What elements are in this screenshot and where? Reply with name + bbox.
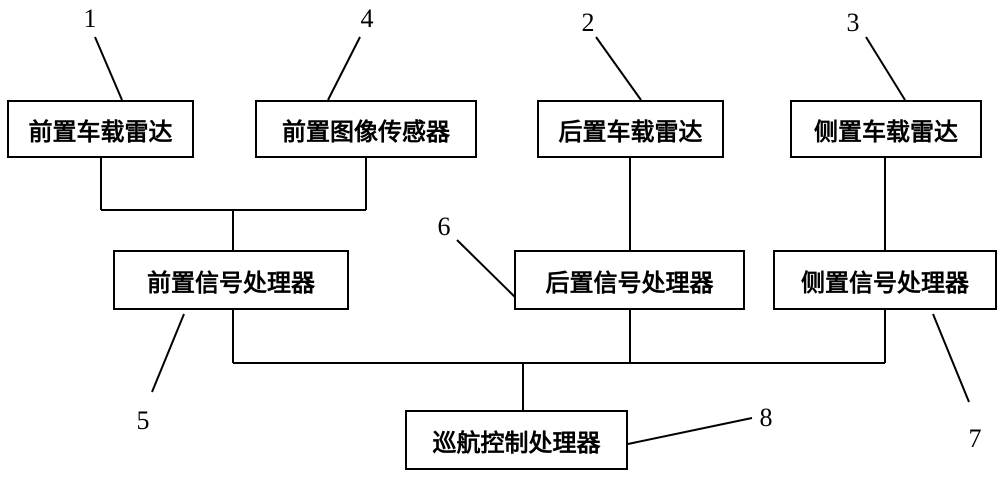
rear-radar-box: 后置车载雷达 [537,100,724,158]
side-signal-processor-box: 侧置信号处理器 [773,250,997,310]
leader-2 [595,36,642,101]
ref-number-6: 6 [437,212,451,241]
leader-4 [327,36,361,101]
ref-number-2: 2 [581,8,595,37]
ref-number-4: 4 [360,4,374,33]
front-image-sensor-box: 前置图像传感器 [255,100,477,158]
leader-8 [627,417,753,445]
leader-6 [456,239,519,301]
leader-1 [94,36,123,101]
rear-signal-processor-box: 后置信号处理器 [514,250,745,310]
ref-number-5: 5 [136,406,150,435]
side-radar-box: 侧置车载雷达 [790,100,982,158]
leader-3 [865,36,906,101]
ref-number-1: 1 [83,4,97,33]
ref-number-3: 3 [846,8,860,37]
front-signal-processor-box: 前置信号处理器 [113,250,349,310]
ref-number-7: 7 [968,424,982,453]
leader-5 [151,313,185,393]
cruise-control-processor-box: 巡航控制处理器 [405,410,628,470]
leader-7 [932,313,970,403]
front-radar-box: 前置车载雷达 [7,100,194,158]
ref-number-8: 8 [759,403,773,432]
